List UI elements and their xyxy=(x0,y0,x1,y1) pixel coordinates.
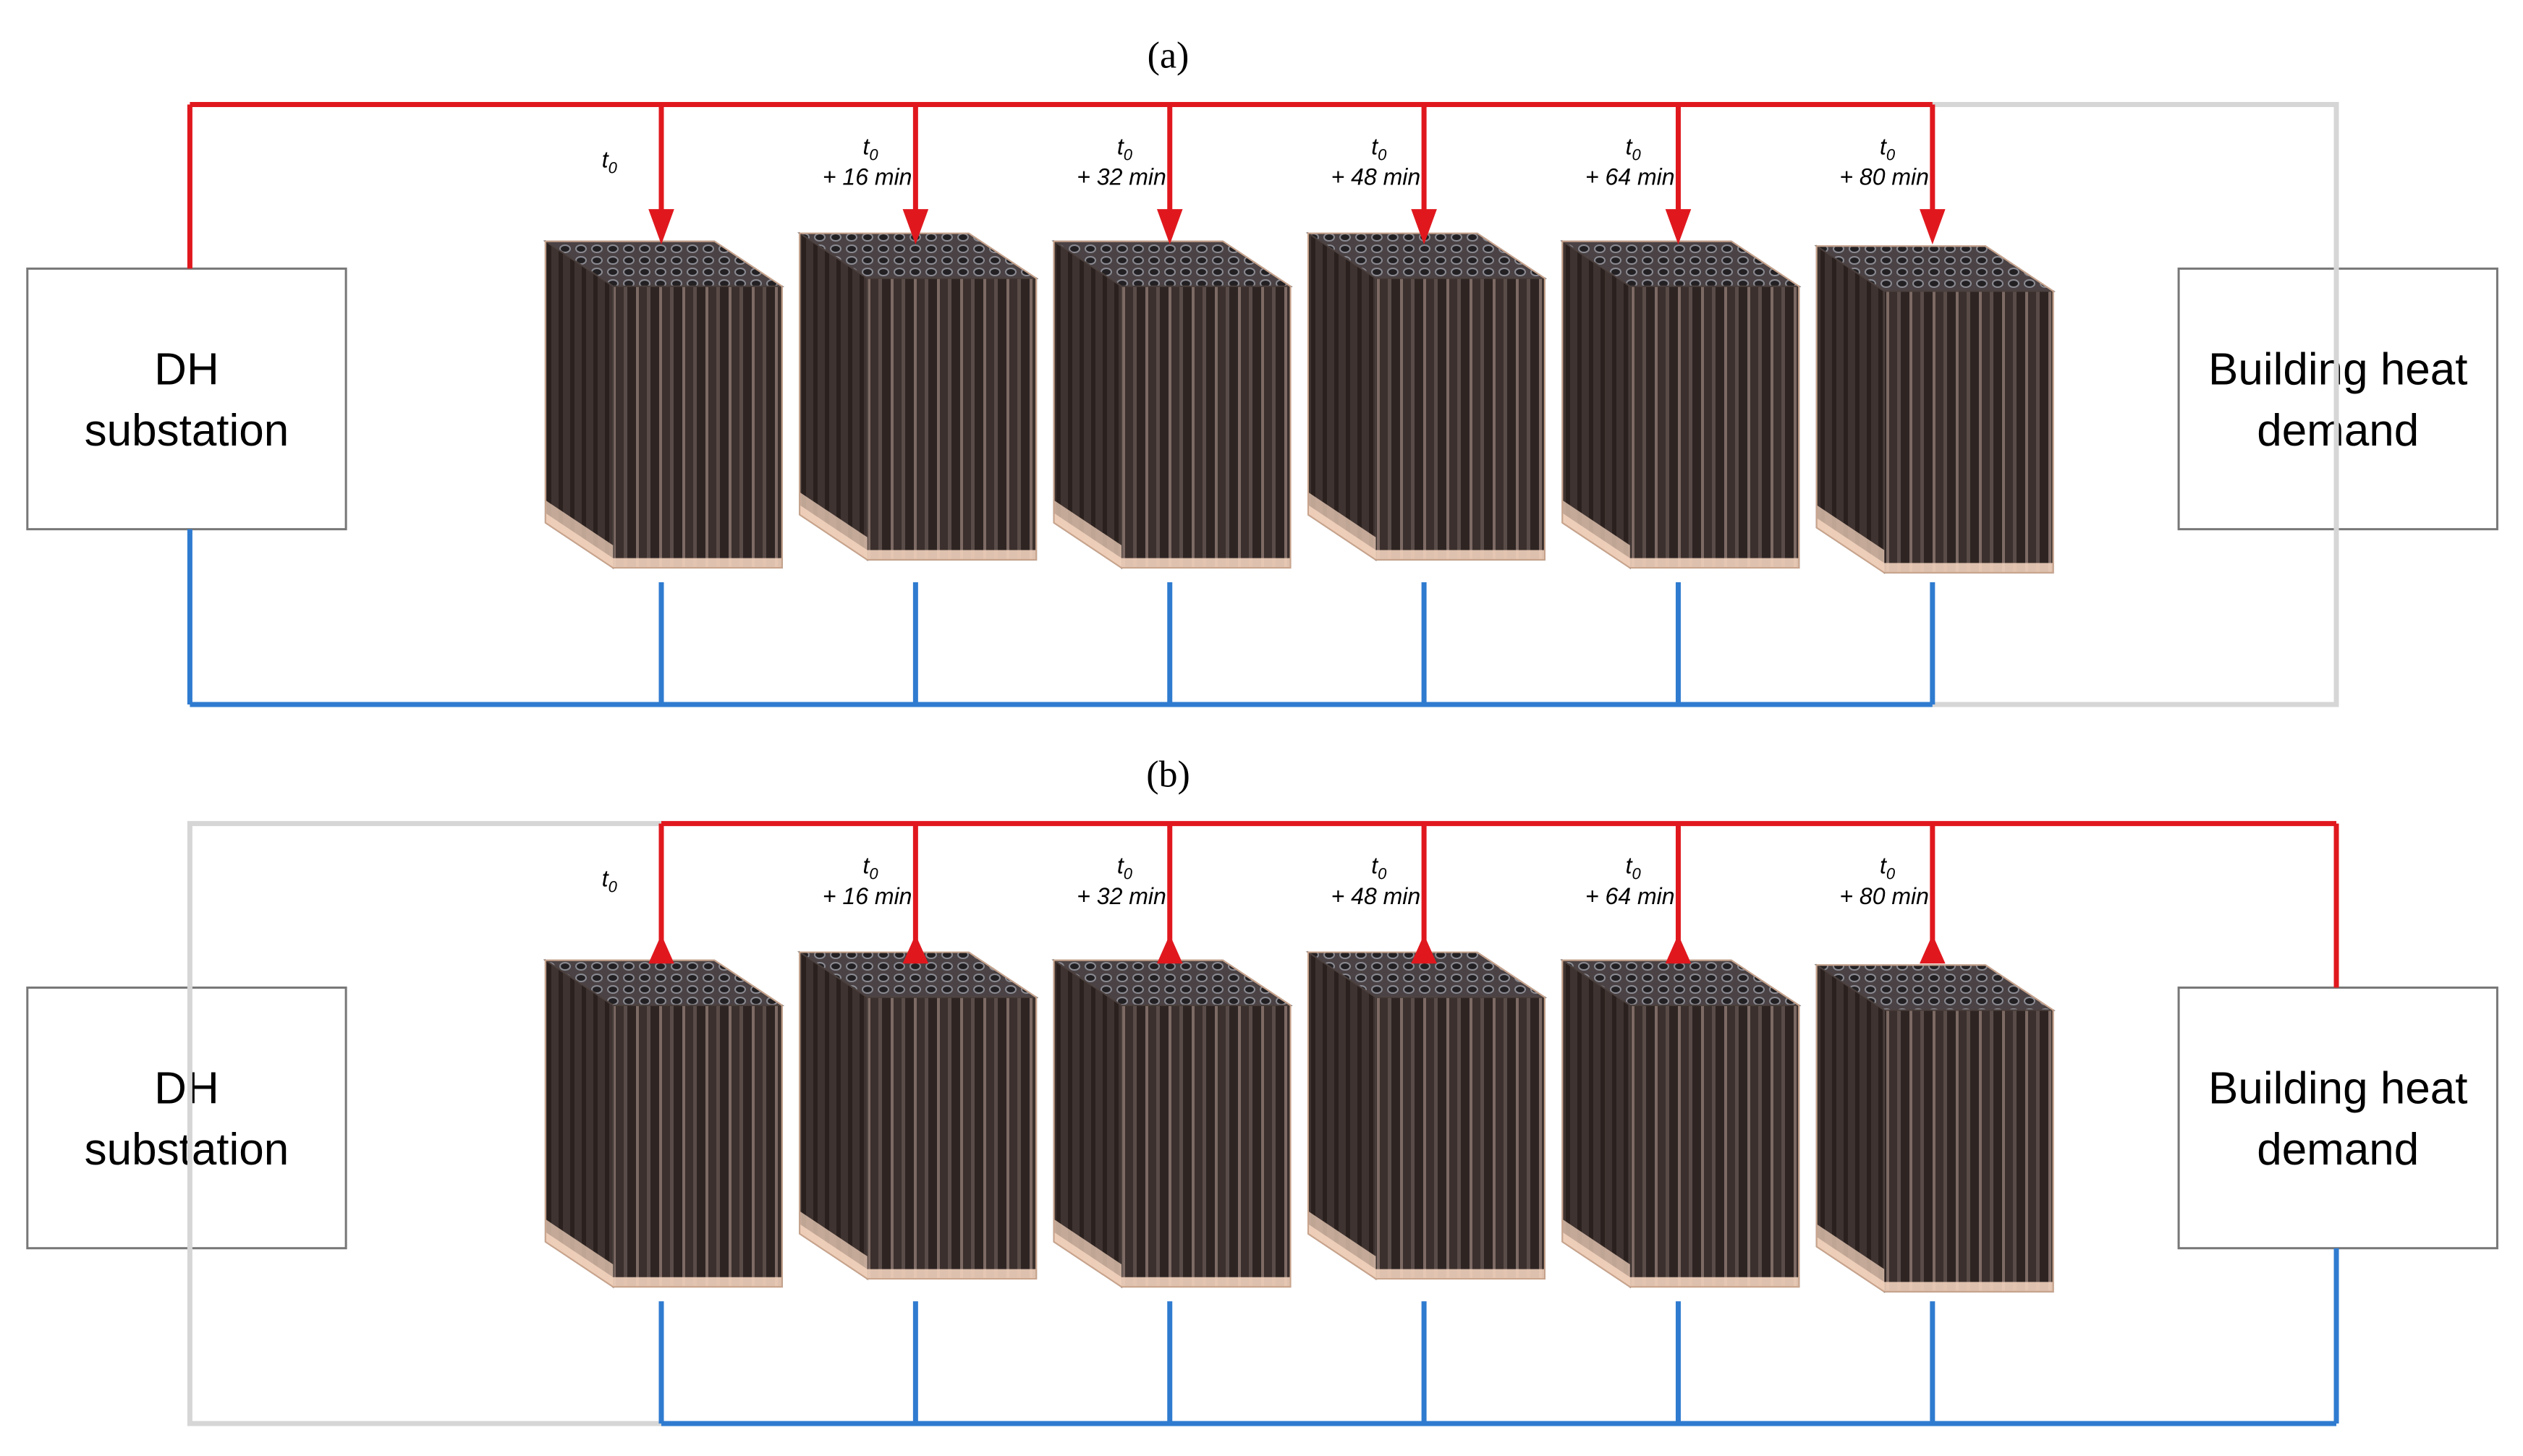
storage-tank-5 xyxy=(1560,958,1802,1288)
time-label: t0 xyxy=(863,133,879,163)
time-offset-label: + 64 min xyxy=(1585,164,1675,190)
flow-arrow-down xyxy=(1665,209,1692,245)
storage-tank-1 xyxy=(543,958,785,1288)
storage-tank-6 xyxy=(1814,244,2056,574)
time-offset-label: + 80 min xyxy=(1839,164,1929,190)
storage-tank-2 xyxy=(797,231,1039,561)
time-offset-label: + 64 min xyxy=(1585,883,1675,909)
storage-tank-2 xyxy=(797,950,1039,1280)
flow-arrow-up xyxy=(1156,935,1183,964)
time-label: t0 xyxy=(1117,133,1133,163)
flow-arrow-down xyxy=(1411,209,1437,245)
box-label-line2: substation xyxy=(85,406,289,456)
time-offset-label: + 48 min xyxy=(1331,164,1421,190)
inactive-pipe xyxy=(187,821,662,1426)
time-offset-label: + 16 min xyxy=(823,883,912,909)
dh-substation-box: DH substation xyxy=(26,267,347,531)
box-label-line1: DH xyxy=(154,1064,219,1114)
flow-arrow-down xyxy=(1920,209,1946,245)
time-offset-label: + 32 min xyxy=(1077,883,1166,909)
dh-substation-box: DH substation xyxy=(26,986,347,1250)
time-label: t0 xyxy=(1626,133,1642,163)
storage-tank-6 xyxy=(1814,963,2056,1293)
storage-tank-1 xyxy=(543,239,785,569)
time-label: t0 xyxy=(1117,853,1133,883)
time-offset-label: + 32 min xyxy=(1077,164,1166,190)
flow-arrow-up xyxy=(1665,935,1692,964)
box-label-line1: Building heat xyxy=(2208,1064,2468,1114)
flow-arrow-down xyxy=(902,209,929,245)
storage-tank-3 xyxy=(1051,958,1293,1288)
box-label-line2: substation xyxy=(85,1125,289,1175)
time-label: t0 xyxy=(863,853,879,883)
time-label: t0 xyxy=(1626,853,1642,883)
storage-tank-5 xyxy=(1560,239,1802,569)
flow-arrow-down xyxy=(1156,209,1183,245)
time-label: t0 xyxy=(602,865,618,895)
flow-arrow-up xyxy=(902,935,929,964)
box-label-line1: DH xyxy=(154,345,219,395)
building-heat-demand-box: Building heat demand xyxy=(2177,986,2498,1250)
time-offset-label: + 16 min xyxy=(823,164,912,190)
storage-tank-3 xyxy=(1051,239,1293,569)
time-label: t0 xyxy=(1880,133,1896,163)
time-label: t0 xyxy=(1371,133,1387,163)
storage-tank-4 xyxy=(1305,950,1548,1280)
flow-arrow-up xyxy=(1920,935,1946,964)
panel-label: (b) xyxy=(1146,754,1190,795)
storage-tank-4 xyxy=(1305,231,1548,561)
flow-arrow-up xyxy=(1411,935,1437,964)
time-offset-label: + 80 min xyxy=(1839,883,1929,909)
flow-arrow-up xyxy=(648,935,674,964)
time-label: t0 xyxy=(602,146,618,176)
flow-arrow-down xyxy=(648,209,674,245)
time-label: t0 xyxy=(1371,853,1387,883)
time-label: t0 xyxy=(1880,853,1896,883)
time-offset-label: + 48 min xyxy=(1331,883,1421,909)
box-label-line2: demand xyxy=(2257,1125,2419,1175)
panel-label: (a) xyxy=(1148,35,1190,76)
inactive-pipe xyxy=(1932,102,2339,707)
